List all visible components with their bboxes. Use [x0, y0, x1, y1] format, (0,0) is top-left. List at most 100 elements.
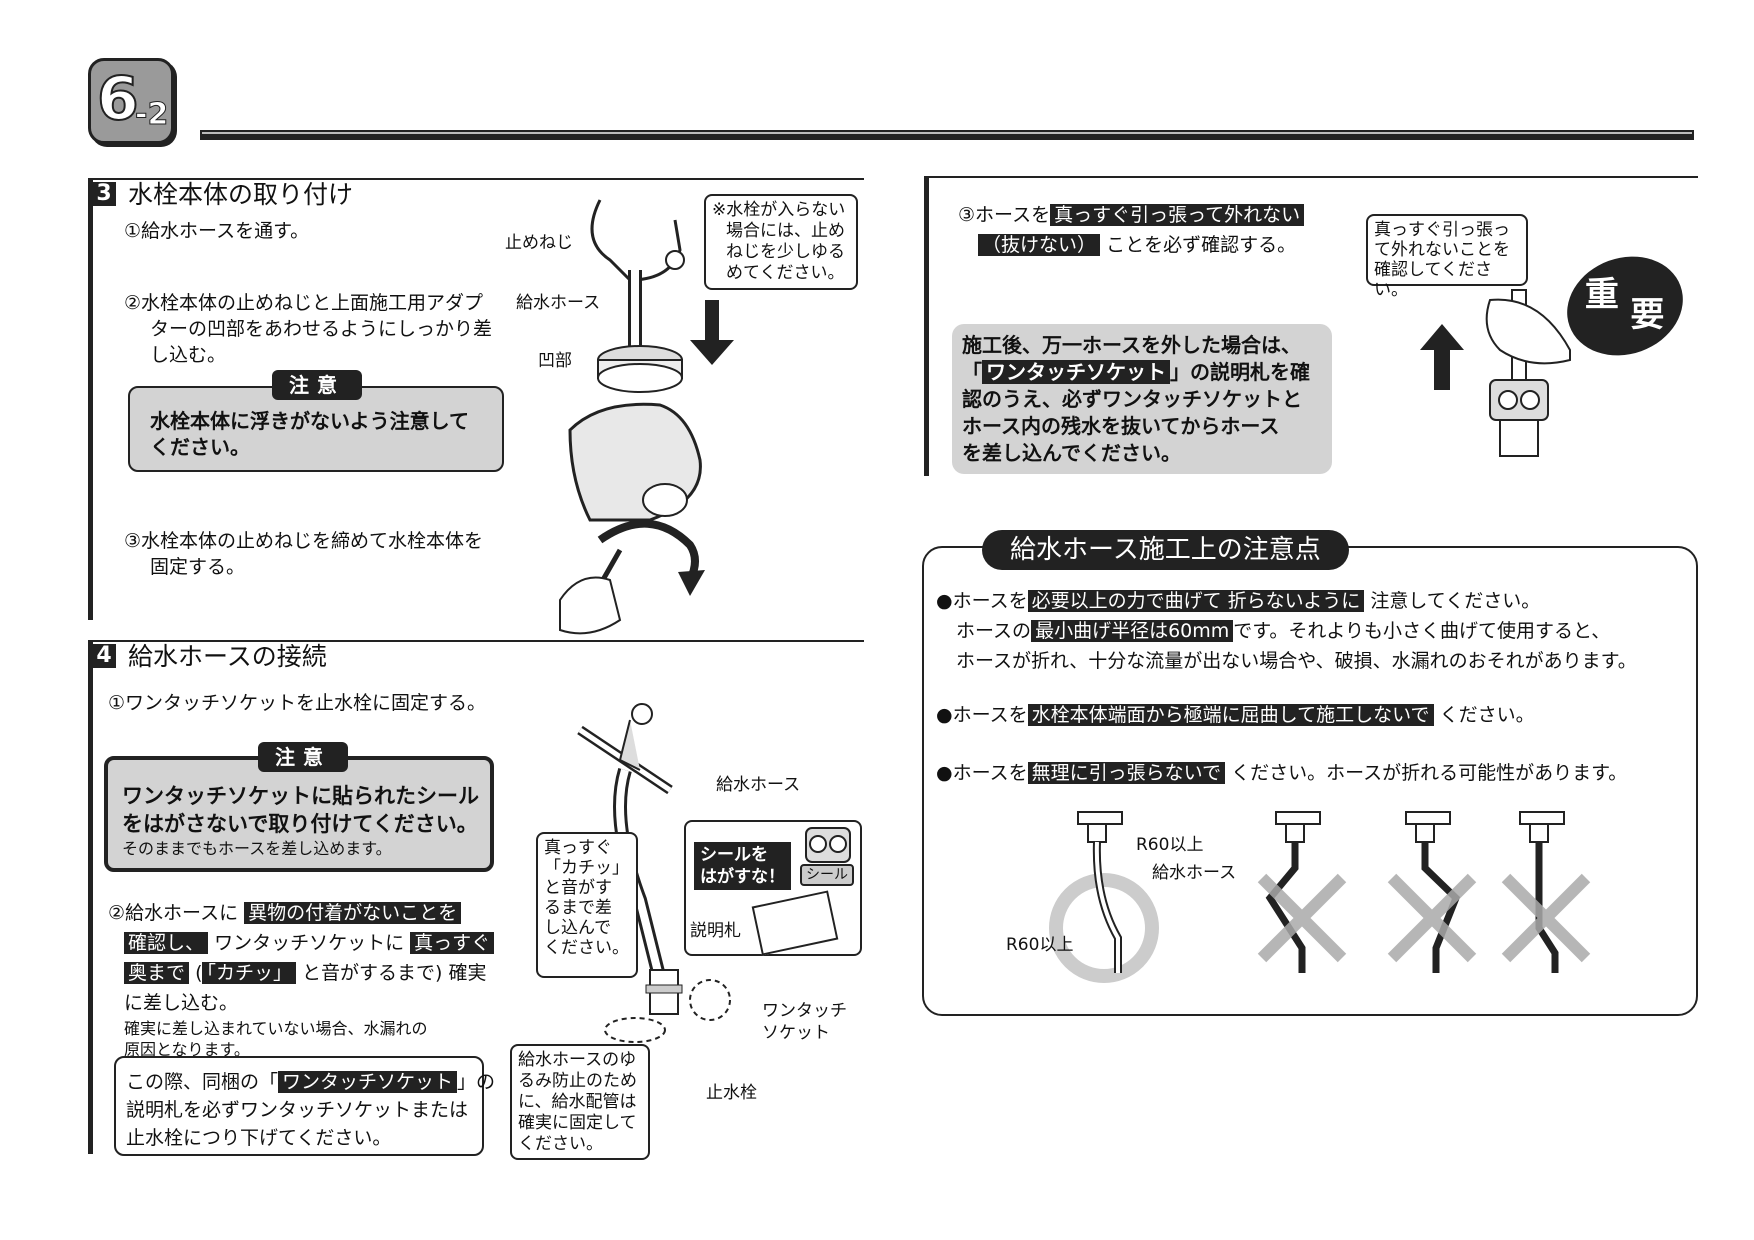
- right-section-bar: [924, 176, 929, 476]
- step2-line3: し込む。: [150, 344, 227, 366]
- pull-check-bubble: 真っすぐ引っ張っ て外れないことを 確認してください。: [1366, 214, 1528, 300]
- precaution-1-text-a: ●ホースを: [936, 590, 1028, 612]
- precaution-1-highlight-2: 最小曲げ半径は60mm: [1031, 620, 1234, 642]
- right-section-rule: [924, 176, 1698, 178]
- caution-line1: 水栓本体に浮きがないよう注意して: [150, 409, 469, 433]
- step2-note2: 原因となります。: [124, 1040, 250, 1059]
- precaution-2: ●ホースを水栓本体端面から極端に屈曲して施工しないで ください。: [936, 702, 1535, 728]
- precaution-1: ●ホースを必要以上の力で曲げて 折らないように 注意してください。 ホースの最小…: [936, 586, 1637, 676]
- section3-title: 水栓本体の取り付け: [128, 180, 354, 209]
- precaution-3-text-a: ●ホースを: [936, 762, 1028, 784]
- tag-box-text-b: 」の: [457, 1071, 496, 1093]
- caution-line1: ワンタッチソケットに貼られたシール: [122, 784, 479, 808]
- faucet-install-illustration: [559, 199, 734, 635]
- info-highlight: ワンタッチソケット: [982, 360, 1170, 384]
- hose-bend-wrong-diagram-3: [1501, 811, 1591, 973]
- info-line4: ホース内の残水を抜いてからホース: [962, 414, 1280, 438]
- tag-box-highlight: ワンタッチソケット: [278, 1071, 458, 1093]
- label-r60-top: R60以上: [1136, 835, 1204, 855]
- precaution-1-text-b: 注意してください。: [1370, 590, 1541, 612]
- bubble-line: 真っすぐ引っ張っ: [1374, 220, 1510, 240]
- pipe-callout-line: 確実に固定して: [518, 1113, 637, 1133]
- seal-warning-line1: シールを: [700, 845, 768, 865]
- hose-bend-wrong-diagram-2: [1387, 811, 1477, 973]
- step2-text-e: に差し込む。: [124, 992, 239, 1014]
- step2-highlight-1: 異物の付着がないことを: [244, 902, 462, 924]
- info-line5: を差し込んでください。: [962, 441, 1181, 465]
- section4-bar: [88, 640, 93, 1154]
- section4-number: 4: [92, 644, 116, 668]
- section3-caution-box: 水栓本体に浮きがないよう注意して ください。: [128, 386, 504, 472]
- label-r60-bottom: R60以上: [1006, 935, 1074, 955]
- chapter-badge: 6 -2: [88, 58, 174, 144]
- step2-text-a: ②給水ホースに: [108, 902, 239, 924]
- section4-tag-box: この際、同梱の「ワンタッチソケット」の 説明札を必ずワンタッチソケットまたは 止…: [114, 1056, 495, 1156]
- caution-line2: ください。: [150, 435, 250, 459]
- label-section4-hose: 給水ホース: [716, 775, 801, 795]
- click-callout-line: ください。: [544, 938, 629, 958]
- step2-line1: ②水栓本体の止めねじと上面施工用アダプ: [124, 292, 484, 314]
- pipe-callout-line: 給水ホースのゆ: [518, 1050, 637, 1070]
- precaution-1-text-d: です。それよりも小さく曲げて使用すると、: [1233, 620, 1611, 642]
- tag-card: [751, 890, 839, 956]
- step3-line2: 固定する。: [150, 556, 246, 578]
- pull-hose-illustration: [1420, 289, 1571, 457]
- label-supply-hose: 給水ホース: [516, 293, 601, 313]
- socket-label-line1: ワンタッチ: [762, 1001, 847, 1021]
- tag-box-line3: 止水栓につり下げてください。: [126, 1127, 392, 1149]
- step2-line2: ターの凹部をあわせるようにしっかり差: [150, 318, 493, 340]
- section4-step2: ②給水ホースに 異物の付着がないことを 確認し、 ワンタッチソケットに 真っすぐ…: [108, 898, 495, 1060]
- section4-caution-label: 注意: [258, 742, 348, 772]
- label-bend-hose: 給水ホース: [1152, 863, 1237, 883]
- step2-text-b: ワンタッチソケットに: [214, 932, 405, 954]
- precaution-2-highlight: 水栓本体端面から極端に屈曲して施工しないで: [1027, 704, 1434, 726]
- step2-highlight-4: 奥まで: [124, 962, 190, 984]
- info-quote-close: 」の説明札を確: [1170, 360, 1310, 384]
- click-callout-line: るまで差: [544, 898, 612, 918]
- click-callout-line: と音がす: [544, 878, 612, 898]
- step2-note1: 確実に差し込まれていない場合、水漏れの: [124, 1019, 428, 1038]
- precaution-2-text-b: ください。: [1439, 704, 1535, 726]
- click-callout-line: し込んで: [544, 918, 612, 938]
- section4-title: 給水ホースの接続: [128, 642, 327, 671]
- note-line1: ※水栓が入らない: [712, 200, 846, 220]
- header-rule: [200, 130, 1694, 140]
- section4-step1: ①ワンタッチソケットを止水栓に固定する。: [108, 692, 487, 714]
- precautions-title: 給水ホース施工上の注意点: [982, 530, 1349, 570]
- click-callout: 真っすぐ 「カチッ」 と音がす るまで差 し込んで ください。: [536, 832, 638, 978]
- chapter-number: 6: [96, 63, 140, 135]
- chapter-sub-number: -2: [134, 97, 169, 133]
- seal-warning-line2: はがすな！: [700, 867, 785, 887]
- step3-line1: ③水栓本体の止めねじを締めて水栓本体を: [124, 530, 484, 552]
- section4-rule: [88, 640, 864, 642]
- right-info-box: 施工後、万一ホースを外した場合は、 「ワンタッチソケット」の説明札を確 認のうえ…: [952, 324, 1332, 474]
- right-step3-text-a: ③ホースを: [958, 204, 1051, 226]
- tag-box-text-a: この際、同梱の「: [126, 1071, 279, 1093]
- section3-step1: ①給水ホースを通す。: [124, 220, 310, 242]
- right-step3-highlight-2: （抜けない）: [978, 234, 1101, 256]
- socket-label-line2: ソケット: [762, 1023, 830, 1043]
- section3-note-callout: ※水栓が入らない 場合には、止め ねじを少しゆる めてください。: [704, 194, 858, 290]
- precaution-3-highlight: 無理に引っ張らないで: [1027, 762, 1226, 784]
- seal-sticker: シール: [800, 864, 854, 886]
- click-callout-line: 真っすぐ: [544, 838, 612, 858]
- precaution-1-highlight: 必要以上の力で曲げて 折らないように: [1027, 590, 1365, 612]
- step2-highlight-2: 確認し、: [124, 932, 209, 954]
- section3-caution-text: 水栓本体に浮きがないよう注意して ください。: [150, 408, 469, 460]
- info-quote-open: 「: [962, 360, 982, 384]
- note-line2: 場合には、止め: [726, 221, 845, 241]
- label-one-touch-socket: ワンタッチ ソケット: [762, 1000, 847, 1044]
- section4-caution-text: ワンタッチソケットに貼られたシール をはがさないで取り付けてください。 そのまま…: [122, 782, 479, 860]
- section3-rule: [88, 178, 864, 180]
- precaution-2-text-a: ●ホースを: [936, 704, 1028, 726]
- right-step3-text-b: ことを必ず確認する。: [1106, 234, 1297, 256]
- pipe-callout-line: ください。: [518, 1134, 603, 1154]
- step2-highlight-5: 「カチッ」: [202, 962, 296, 984]
- info-line1: 施工後、万一ホースを外した場合は、: [962, 333, 1301, 357]
- label-recess: 凹部: [538, 351, 572, 371]
- section3-bar: [88, 178, 93, 620]
- section3-step3: ③水栓本体の止めねじを締めて水栓本体を 固定する。: [124, 528, 483, 580]
- step2-text-c: (: [195, 962, 203, 984]
- bubble-line: 確認してください。: [1374, 260, 1492, 300]
- right-step3: ③ホースを真っすぐ引っ張って外れない （抜けない） ことを必ず確認する。: [958, 200, 1305, 260]
